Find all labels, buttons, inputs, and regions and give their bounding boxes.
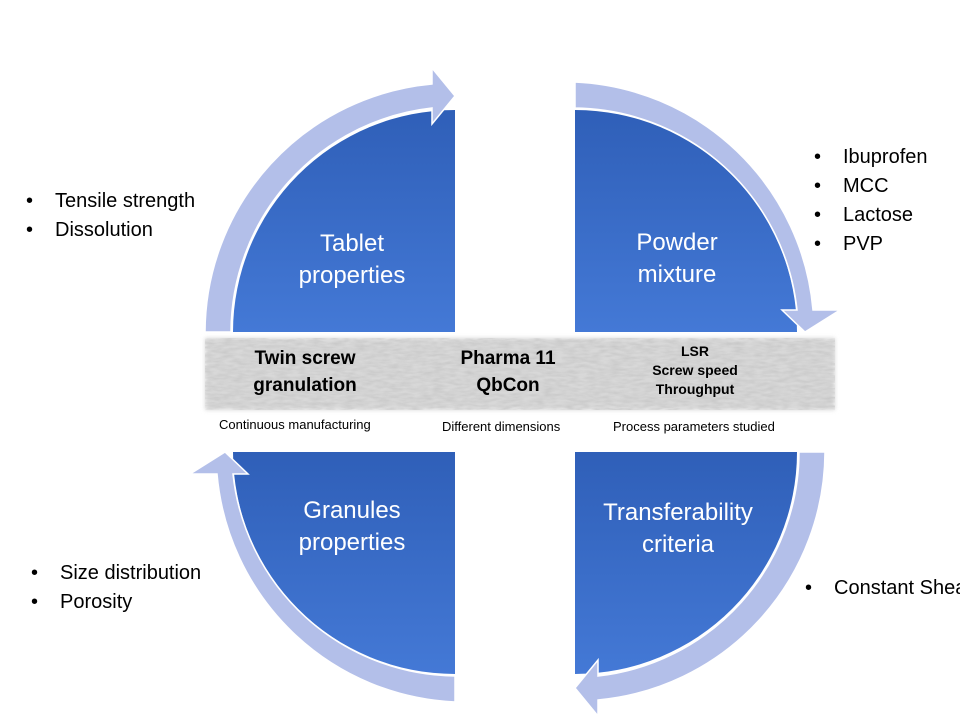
pharma-qbcon-label: Pharma 11 QbCon: [460, 348, 556, 396]
param-lsr: LSR: [681, 343, 709, 359]
bullet-porosity: Porosity: [31, 588, 201, 617]
center-band: [205, 338, 835, 410]
twin-screw-granulation-label: Twin screw granulation: [253, 348, 357, 396]
quadrant-tablet-properties: [233, 110, 455, 332]
bullet-tensile-strength: Tensile strength: [26, 187, 195, 216]
bullet-dissolution: Dissolution: [26, 216, 195, 245]
cycle-arrow-top-left: [204, 65, 456, 333]
param-throughput: Throughput: [655, 381, 735, 397]
bullet-lactose: Lactose: [814, 201, 928, 230]
param-screw-speed: Screw speed: [652, 362, 738, 378]
quadrant-transferability-criteria: [575, 452, 797, 674]
process-parameters-list: LSR Screw speed Throughput: [630, 342, 760, 399]
tablet-properties-label: Tablet properties: [298, 230, 406, 289]
bullet-ibuprofen: Ibuprofen: [814, 143, 928, 172]
powder-mixture-label: Powder mixture: [636, 229, 718, 288]
caption-continuous-manufacturing: Continuous manufacturing: [219, 417, 371, 432]
bullet-constant-shear: Constant Shear: [805, 574, 960, 603]
bullet-pvp: PVP: [814, 230, 928, 259]
caption-different-dimensions: Different dimensions: [442, 419, 561, 434]
tablet-properties-bullets: Tensile strength Dissolution: [26, 187, 195, 245]
quadrant-powder-mixture: [575, 110, 797, 332]
cycle-arrow-bottom-right: [574, 451, 826, 719]
transferability-bullets-clip: Constant Shear: [800, 572, 960, 606]
cycle-arrow-top-right: [574, 81, 843, 333]
granules-properties-label: Granules properties: [298, 497, 406, 556]
bullet-mcc: MCC: [814, 172, 928, 201]
cycle-arrow-bottom-left: [187, 451, 456, 703]
transferability-criteria-label: Transferability criteria: [603, 499, 753, 558]
caption-process-parameters: Process parameters studied: [613, 419, 775, 434]
powder-mixture-bullets: Ibuprofen MCC Lactose PVP: [814, 143, 928, 259]
granules-properties-bullets: Size distribution Porosity: [31, 559, 201, 617]
quadrant-granules-properties: [233, 452, 455, 674]
transferability-bullets: Constant Shear: [805, 574, 960, 603]
bullet-size-distribution: Size distribution: [31, 559, 201, 588]
